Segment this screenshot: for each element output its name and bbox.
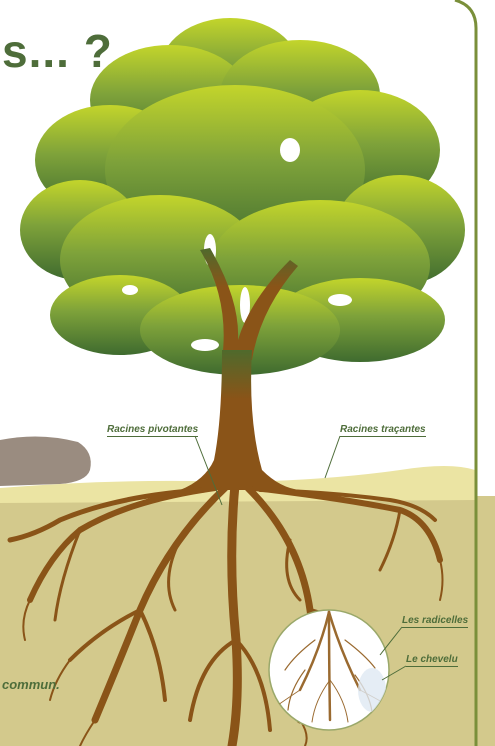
label-root-hairs: Le chevelu xyxy=(406,654,458,667)
page-title: s... ? xyxy=(2,28,113,74)
label-lateral-roots: Racines traçantes xyxy=(340,424,426,437)
caption-text: commun. xyxy=(2,677,60,692)
label-taproots: Racines pivotantes xyxy=(107,424,198,437)
label-rootlets: Les radicelles xyxy=(402,615,468,628)
lateral-roots-leader xyxy=(325,436,340,478)
rootlet-magnifier xyxy=(269,610,389,730)
rock xyxy=(0,436,91,486)
